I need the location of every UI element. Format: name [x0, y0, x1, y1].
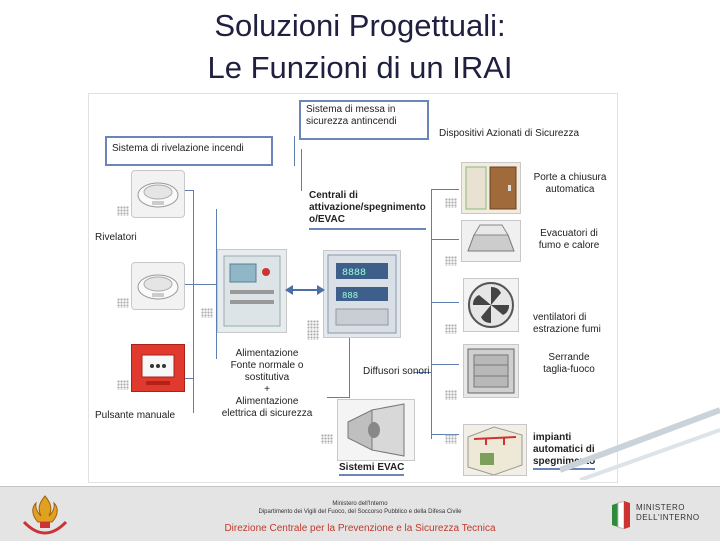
door-dots — [445, 198, 457, 208]
diffusori-sonori-label: Diffusori sonori — [363, 366, 430, 377]
connector-door — [431, 189, 459, 190]
connector-to-panel — [193, 284, 217, 285]
pushbutton-dots — [117, 380, 129, 390]
pulsante-manuale-label: Pulsante manuale — [95, 410, 176, 421]
footer-direction: Direzione Centrale per la Prevenzione e … — [224, 523, 496, 534]
connector-pushbutton — [183, 378, 194, 379]
suppression-dots — [445, 434, 457, 444]
footer: Ministero dell'Interno Dipartimento dei … — [0, 486, 720, 541]
connector-right-trunk — [431, 189, 432, 439]
page-title-line1: Soluzioni Progettuali: — [214, 8, 506, 43]
suppression-system-image — [463, 424, 527, 476]
evac-central-dots — [307, 320, 319, 330]
connector-left-trunk — [193, 190, 194, 413]
fan-dots — [445, 324, 457, 334]
extraction-fan-image — [463, 278, 519, 332]
svg-text:8888: 8888 — [342, 268, 366, 279]
connector-detector2 — [183, 284, 194, 285]
fan-icon — [468, 282, 514, 328]
svg-text:888: 888 — [342, 291, 358, 301]
decorative-swoosh — [560, 407, 720, 480]
footer-department: Dipartimento dei Vigili del Fuoco, del S… — [258, 509, 462, 515]
double-arrow-icon — [285, 285, 325, 295]
connector-sound — [414, 372, 432, 373]
evac-speaker-image — [337, 399, 415, 461]
sistema-messa-sicurezza-box: Sistema di messa in sicurezza antincendi — [299, 100, 429, 140]
connector-damper — [431, 364, 459, 365]
fire-damper-image — [463, 344, 519, 398]
connector-evac — [327, 397, 350, 398]
ministry-logo-text: MINISTERO DELL'INTERNO — [636, 503, 700, 522]
automatic-door-image — [461, 162, 521, 214]
connector-safety-link — [294, 136, 295, 166]
fire-panel-image — [217, 249, 287, 333]
centrali-label: Centrali di attivazione/spegnimento o/EV… — [309, 190, 426, 230]
connector-central-bottom — [349, 337, 350, 397]
evacuatori-label: Evacuatori di fumo e calore — [538, 228, 600, 251]
smoke-detector-image-1 — [131, 170, 185, 218]
serrande-label: Serrande taglia-fuoco — [543, 352, 595, 375]
detector-2-dots — [117, 298, 129, 308]
ventilatori-label: ventilatori di estrazione fumi — [533, 312, 601, 335]
connector-vert-to-centrali — [301, 149, 302, 191]
sistema-rivelazione-box: Sistema di rivelazione incendi — [105, 136, 273, 166]
fire-panel-dots — [201, 308, 213, 318]
sistemi-evac-label: Sistemi EVAC — [339, 462, 405, 476]
speaker-dots — [321, 434, 333, 444]
smoke-detector-image-2 — [131, 262, 185, 310]
dispositivi-azionati-label: Dispositivi Azionati di Sicurezza — [439, 128, 580, 139]
vvf-logo — [20, 492, 70, 538]
footer-ministry: Ministero dell'Interno — [332, 501, 388, 507]
porte-chiusura-label: Porte a chiusura automatica — [533, 172, 607, 195]
damper-dots — [445, 390, 457, 400]
evac-central-dots-2 — [307, 330, 319, 340]
alimentazione-label: Alimentazione Fonte normale o sostitutiv… — [221, 348, 313, 419]
rivelatori-label: Rivelatori — [95, 232, 137, 243]
irai-diagram: Sistema di messa in sicurezza antincendi… — [88, 93, 618, 483]
manual-call-point-image — [131, 344, 185, 392]
connector-detector1 — [183, 190, 194, 191]
smoke-evacuator-image — [461, 220, 521, 262]
ministry-logo: MINISTERO DELL'INTERNO — [610, 501, 710, 529]
connector-evacuator — [431, 239, 459, 240]
connector-fan — [431, 302, 459, 303]
page-title-line2: Le Funzioni di un IRAI — [207, 50, 513, 85]
evacuator-dots — [445, 256, 457, 266]
detector-1-dots — [117, 206, 129, 216]
